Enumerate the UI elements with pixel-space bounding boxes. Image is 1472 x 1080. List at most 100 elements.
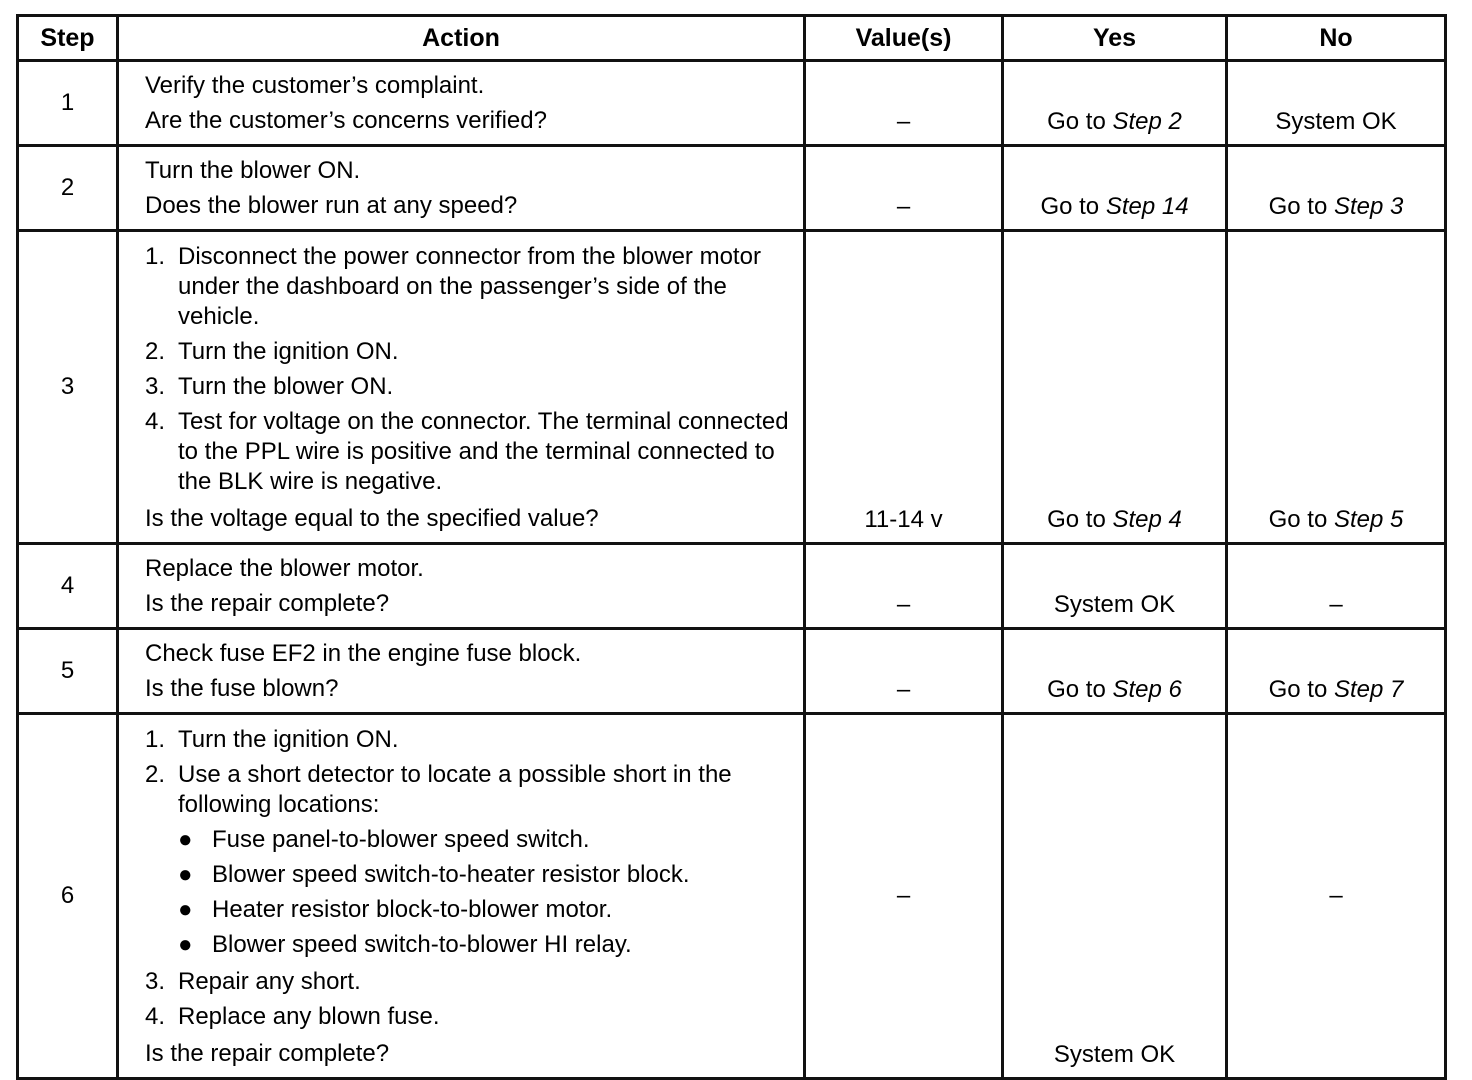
bullet-text: Blower speed switch-to-heater resistor b…	[212, 861, 690, 888]
bullet-item: ● Heater resistor block-to-blower motor.	[178, 892, 793, 927]
action-text: Replace the blower motor.	[145, 555, 424, 582]
action-question: Is the repair complete?	[145, 590, 390, 617]
bullet-icon: ●	[178, 861, 193, 888]
procedure-list: 1. Disconnect the power connector from th…	[145, 242, 793, 497]
procedure-item: 4. Replace any blown fuse.	[145, 1002, 793, 1032]
procedure-item: 1. Turn the ignition ON.	[145, 725, 793, 755]
item-number: 2.	[145, 761, 166, 788]
table-row: 5 Check fuse EF2 in the engine fuse bloc…	[16, 627, 1447, 715]
step-number: 6	[16, 712, 119, 1080]
item-number: 4.	[145, 1003, 166, 1030]
no-step-link: Step 3	[1333, 193, 1404, 220]
step-number: 4	[16, 542, 119, 630]
bullet-icon: ●	[178, 826, 193, 853]
yes-prefix: Go to	[1040, 193, 1106, 220]
item-number: 2.	[145, 338, 166, 365]
item-number: 1.	[145, 243, 166, 270]
item-text: Use a short detector to locate a possibl…	[178, 761, 732, 818]
procedure-item: 3.Repair any short.	[145, 967, 793, 997]
no-cell: –	[1225, 712, 1447, 1080]
yes-cell: Go to Step 6	[1001, 627, 1228, 715]
item-text: Disconnect the power connector from the …	[178, 243, 761, 330]
value-cell: –	[803, 542, 1004, 630]
bullet-item: ●Fuse panel-to-blower speed switch.	[178, 822, 793, 857]
table-row: 6 1. Turn the ignition ON. 2. Use a short …	[16, 712, 1447, 1080]
item-text: Replace any blown fuse.	[178, 1003, 440, 1030]
action-question: Is the fuse blown?	[145, 675, 339, 702]
table-row: 2 Turn the blower ON. Does the blower ru…	[16, 144, 1447, 232]
procedure-item: 2.Turn the ignition ON.	[145, 337, 793, 367]
yes-cell: Go to Step 14	[1001, 144, 1228, 232]
action-cell: 1. Disconnect the power connector from th…	[116, 229, 806, 545]
bullet-item: ● Blower speed switch-to-blower HI relay.	[178, 927, 793, 962]
bullet-item: ● Blower speed switch-to-heater resistor …	[178, 857, 793, 892]
procedure-item: 1. Disconnect the power connector from th…	[145, 242, 793, 332]
item-number: 3.	[145, 373, 166, 400]
header-no: No	[1225, 14, 1447, 62]
bullet-icon: ●	[178, 931, 193, 958]
action-text: Turn the blower ON.	[145, 157, 361, 184]
yes-prefix: Go to	[1047, 108, 1113, 135]
diagnostic-table: Step Action Value(s) Yes No 1 Verify the…	[16, 14, 1447, 1080]
item-text: Turn the blower ON.	[178, 373, 394, 400]
bullet-icon: ●	[178, 896, 193, 923]
yes-cell: Go to Step 2	[1001, 59, 1228, 147]
yes-step-link: Step 2	[1112, 108, 1182, 135]
step-number: 2	[16, 144, 119, 232]
yes-step-link: Step 14	[1105, 193, 1189, 220]
action-question: Are the customer’s concerns verified?	[145, 107, 547, 134]
no-step-link: Step 5	[1333, 506, 1404, 533]
action-cell: Replace the blower motor. Is the repair …	[116, 542, 806, 630]
table-row: 3 1. Disconnect the power connector from …	[16, 229, 1447, 545]
step-number: 5	[16, 627, 119, 715]
no-prefix: Go to	[1268, 676, 1334, 703]
value-cell: 11-14 v	[803, 229, 1004, 545]
no-cell: –	[1225, 542, 1447, 630]
yes-cell: Go to Step 4	[1001, 229, 1228, 545]
table-row: 4 Replace the blower motor. Is the repai…	[16, 542, 1447, 630]
no-cell: Go to Step 3	[1225, 144, 1447, 232]
yes-step-link: Step 4	[1112, 506, 1182, 533]
yes-cell: System OK	[1001, 542, 1228, 630]
item-text: Test for voltage on the connector. The t…	[178, 408, 789, 495]
action-question: Is the voltage equal to the specified va…	[145, 505, 599, 532]
action-text: Check fuse EF2 in the engine fuse block.	[145, 640, 582, 667]
header-action: Action	[116, 14, 806, 62]
no-step-link: Step 7	[1333, 676, 1404, 703]
no-prefix: Go to	[1268, 193, 1334, 220]
step-number: 3	[16, 229, 119, 545]
no-cell: Go to Step 7	[1225, 627, 1447, 715]
yes-prefix: Go to	[1047, 506, 1113, 533]
yes-cell: System OK	[1001, 712, 1228, 1080]
value-cell: –	[803, 627, 1004, 715]
item-text: Turn the ignition ON.	[178, 726, 399, 753]
value-cell: –	[803, 59, 1004, 147]
header-yes: Yes	[1001, 14, 1228, 62]
procedure-list: 1. Turn the ignition ON. 2. Use a short de…	[145, 725, 793, 1032]
item-number: 1.	[145, 726, 166, 753]
header-step: Step	[16, 14, 119, 62]
procedure-item: 2. Use a short detector to locate a possi…	[145, 760, 793, 962]
yes-prefix: Go to	[1047, 676, 1113, 703]
no-cell: Go to Step 5	[1225, 229, 1447, 545]
action-question: Is the repair complete?	[145, 1040, 390, 1067]
header-values: Value(s)	[803, 14, 1004, 62]
action-question: Does the blower run at any speed?	[145, 192, 518, 219]
step-number: 1	[16, 59, 119, 147]
action-cell: Verify the customer’s complaint. Are the…	[116, 59, 806, 147]
item-number: 4.	[145, 408, 166, 435]
yes-step-link: Step 6	[1112, 676, 1182, 703]
value-cell: –	[803, 712, 1004, 1080]
bullet-text: Heater resistor block-to-blower motor.	[212, 896, 613, 923]
procedure-item: 3. Turn the blower ON.	[145, 372, 793, 402]
bullet-text: Blower speed switch-to-blower HI relay.	[212, 931, 632, 958]
diagnostic-table-container: Step Action Value(s) Yes No 1 Verify the…	[16, 14, 1447, 1080]
location-bullet-list: ●Fuse panel-to-blower speed switch. ● Blo…	[178, 822, 793, 962]
procedure-item: 4. Test for voltage on the connector. The…	[145, 407, 793, 497]
value-cell: –	[803, 144, 1004, 232]
action-cell: Check fuse EF2 in the engine fuse block.…	[116, 627, 806, 715]
table-row: 1 Verify the customer’s complaint. Are t…	[16, 59, 1447, 147]
action-cell: Turn the blower ON. Does the blower run …	[116, 144, 806, 232]
item-text: Repair any short.	[178, 968, 361, 995]
action-text: Verify the customer’s complaint.	[145, 72, 485, 99]
